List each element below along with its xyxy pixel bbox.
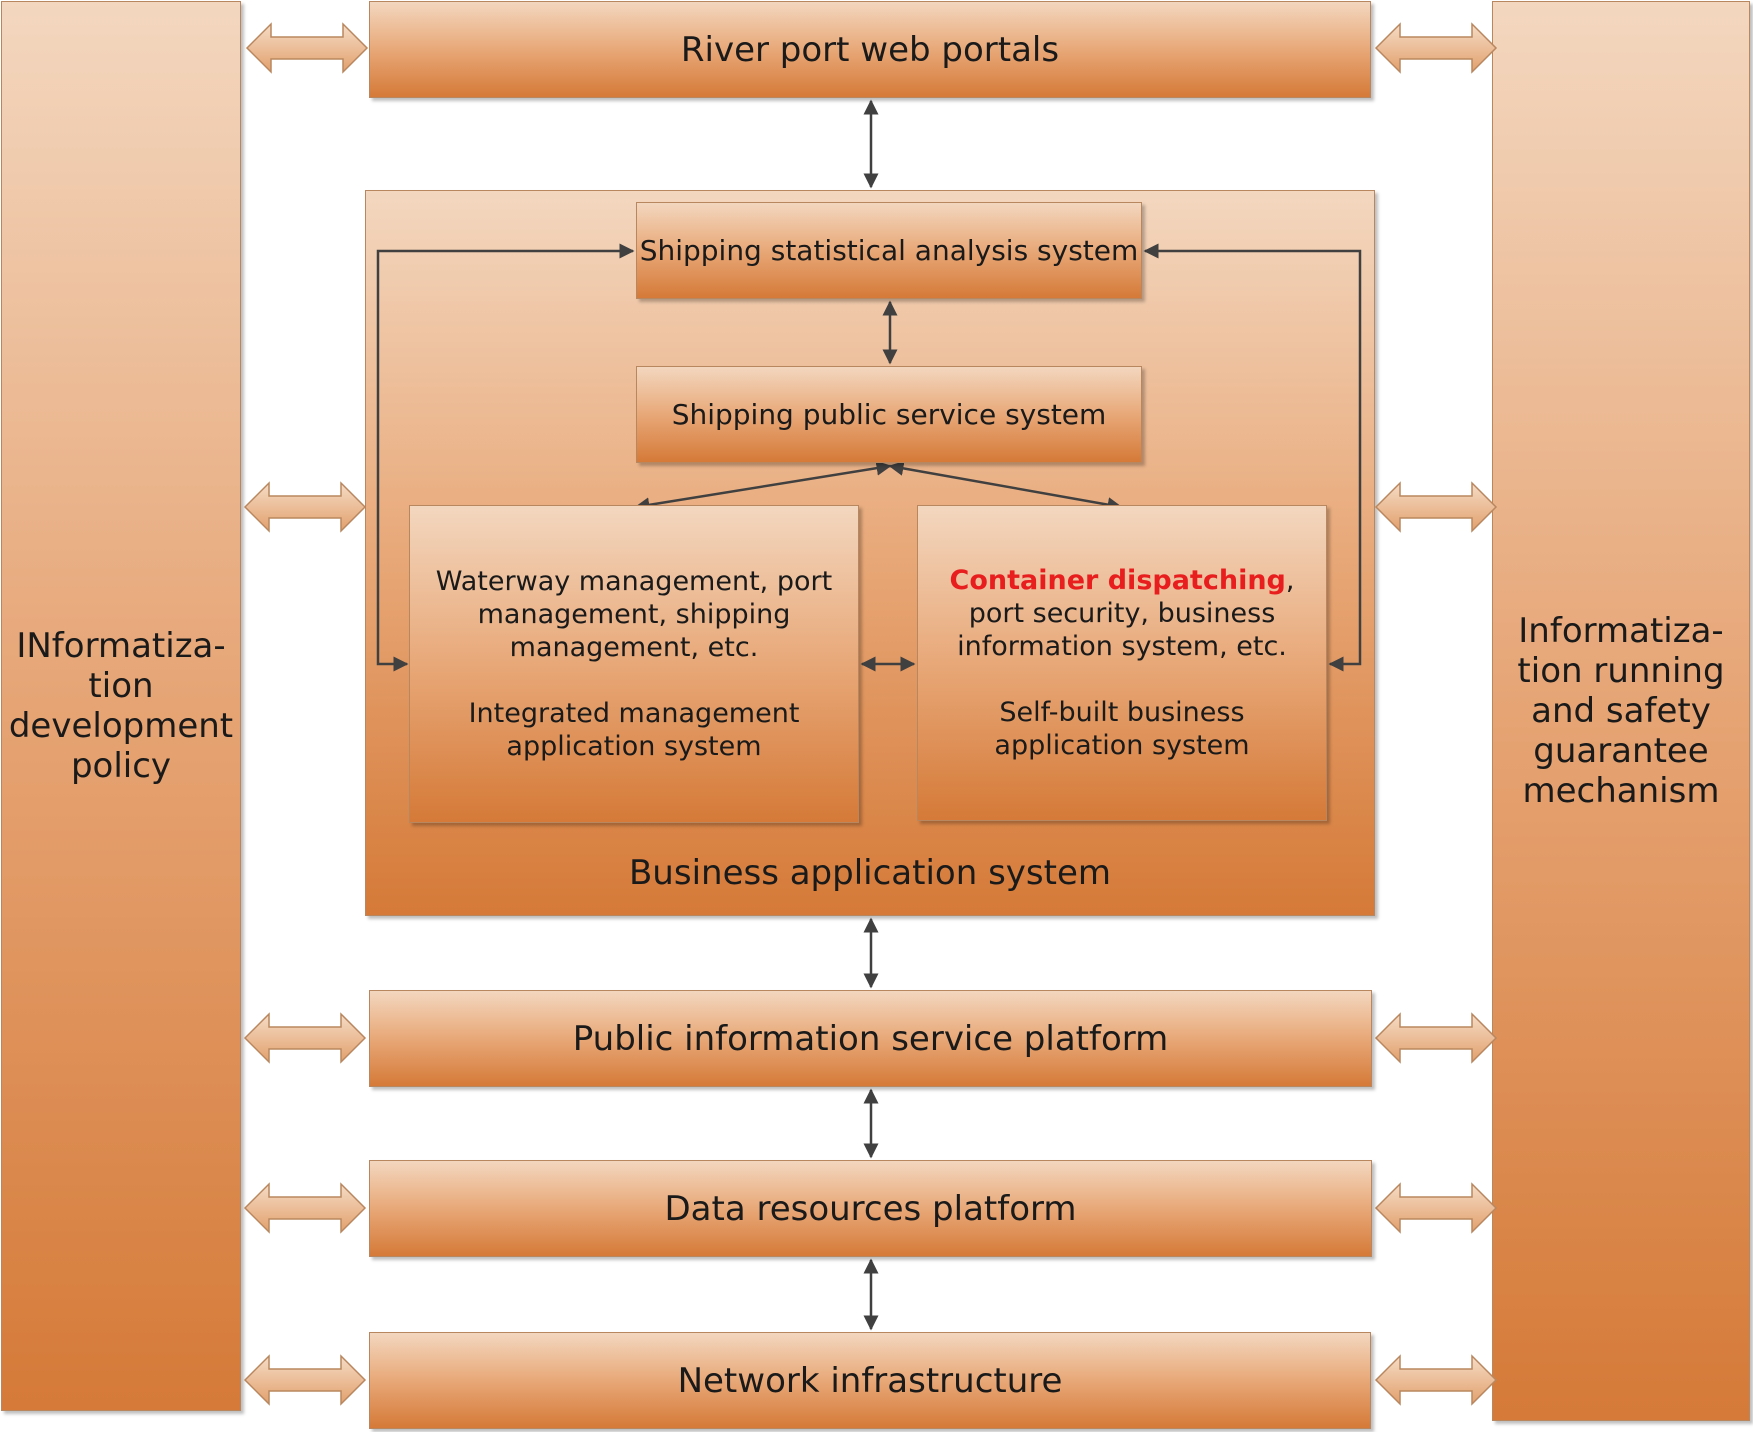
public-service-selfbuilt-connector	[888, 460, 1123, 513]
integrated-statistical-loop-connector	[376, 243, 635, 672]
right-pillar-safety-mechanism: Informatiza- tion running and safety gua…	[1492, 1, 1750, 1421]
public-service-integrated-connector	[634, 460, 892, 513]
layer-river-port-web-portals: River port web portals	[369, 1, 1371, 98]
selfbuilt-statistical-loop-connector	[1143, 243, 1362, 672]
self-built-description: Container dispatching, port security, bu…	[950, 564, 1295, 663]
integrated-management-name: Integrated management application system	[468, 698, 800, 762]
shipping-public-service-system: Shipping public service system	[636, 366, 1142, 463]
left-pillar-informatization-policy: INformatiza- tion development policy	[1, 1, 241, 1411]
left-pillar-label: INformatiza- tion development policy	[8, 626, 234, 786]
right-network-link-arrow	[1375, 1355, 1497, 1405]
layer-river-port-web-portals-label: River port web portals	[680, 29, 1060, 70]
self-built-name: Self-built business application system	[994, 697, 1250, 761]
left-data-platform-link-arrow	[244, 1183, 366, 1233]
layer-public-information-service-platform: Public information service platform	[369, 990, 1372, 1087]
integrated-management-application-system: Waterway management, port management, sh…	[409, 505, 859, 823]
business-application-system-label: Business application system	[628, 853, 1111, 893]
integrated-management-description: Waterway management, port management, sh…	[435, 566, 833, 663]
right-portal-link-arrow	[1375, 23, 1497, 73]
layer-public-information-service-platform-label: Public information service platform	[572, 1018, 1169, 1059]
left-portal-link-arrow	[246, 23, 368, 73]
shipping-public-service-label: Shipping public service system	[671, 398, 1107, 431]
right-public-platform-link-arrow	[1375, 1013, 1497, 1063]
layer-network-infrastructure: Network infrastructure	[369, 1332, 1371, 1429]
layer-data-resources-platform-label: Data resources platform	[664, 1188, 1077, 1229]
shipping-statistical-analysis-label: Shipping statistical analysis system	[639, 234, 1139, 267]
right-data-platform-link-arrow	[1375, 1183, 1497, 1233]
left-public-platform-link-arrow	[244, 1013, 366, 1063]
layer-network-infrastructure-label: Network infrastructure	[677, 1360, 1063, 1401]
shipping-statistical-analysis-system: Shipping statistical analysis system	[636, 202, 1142, 299]
right-pillar-label: Informatiza- tion running and safety gua…	[1517, 611, 1725, 811]
left-business-link-arrow	[244, 482, 366, 532]
self-built-business-application-system: Container dispatching, port security, bu…	[917, 505, 1327, 821]
left-network-link-arrow	[244, 1355, 366, 1405]
container-dispatching-highlight: Container dispatching	[949, 565, 1286, 596]
self-built-description-rest: , port security, business information sy…	[957, 565, 1295, 662]
right-business-link-arrow	[1375, 482, 1497, 532]
layer-data-resources-platform: Data resources platform	[369, 1160, 1372, 1257]
